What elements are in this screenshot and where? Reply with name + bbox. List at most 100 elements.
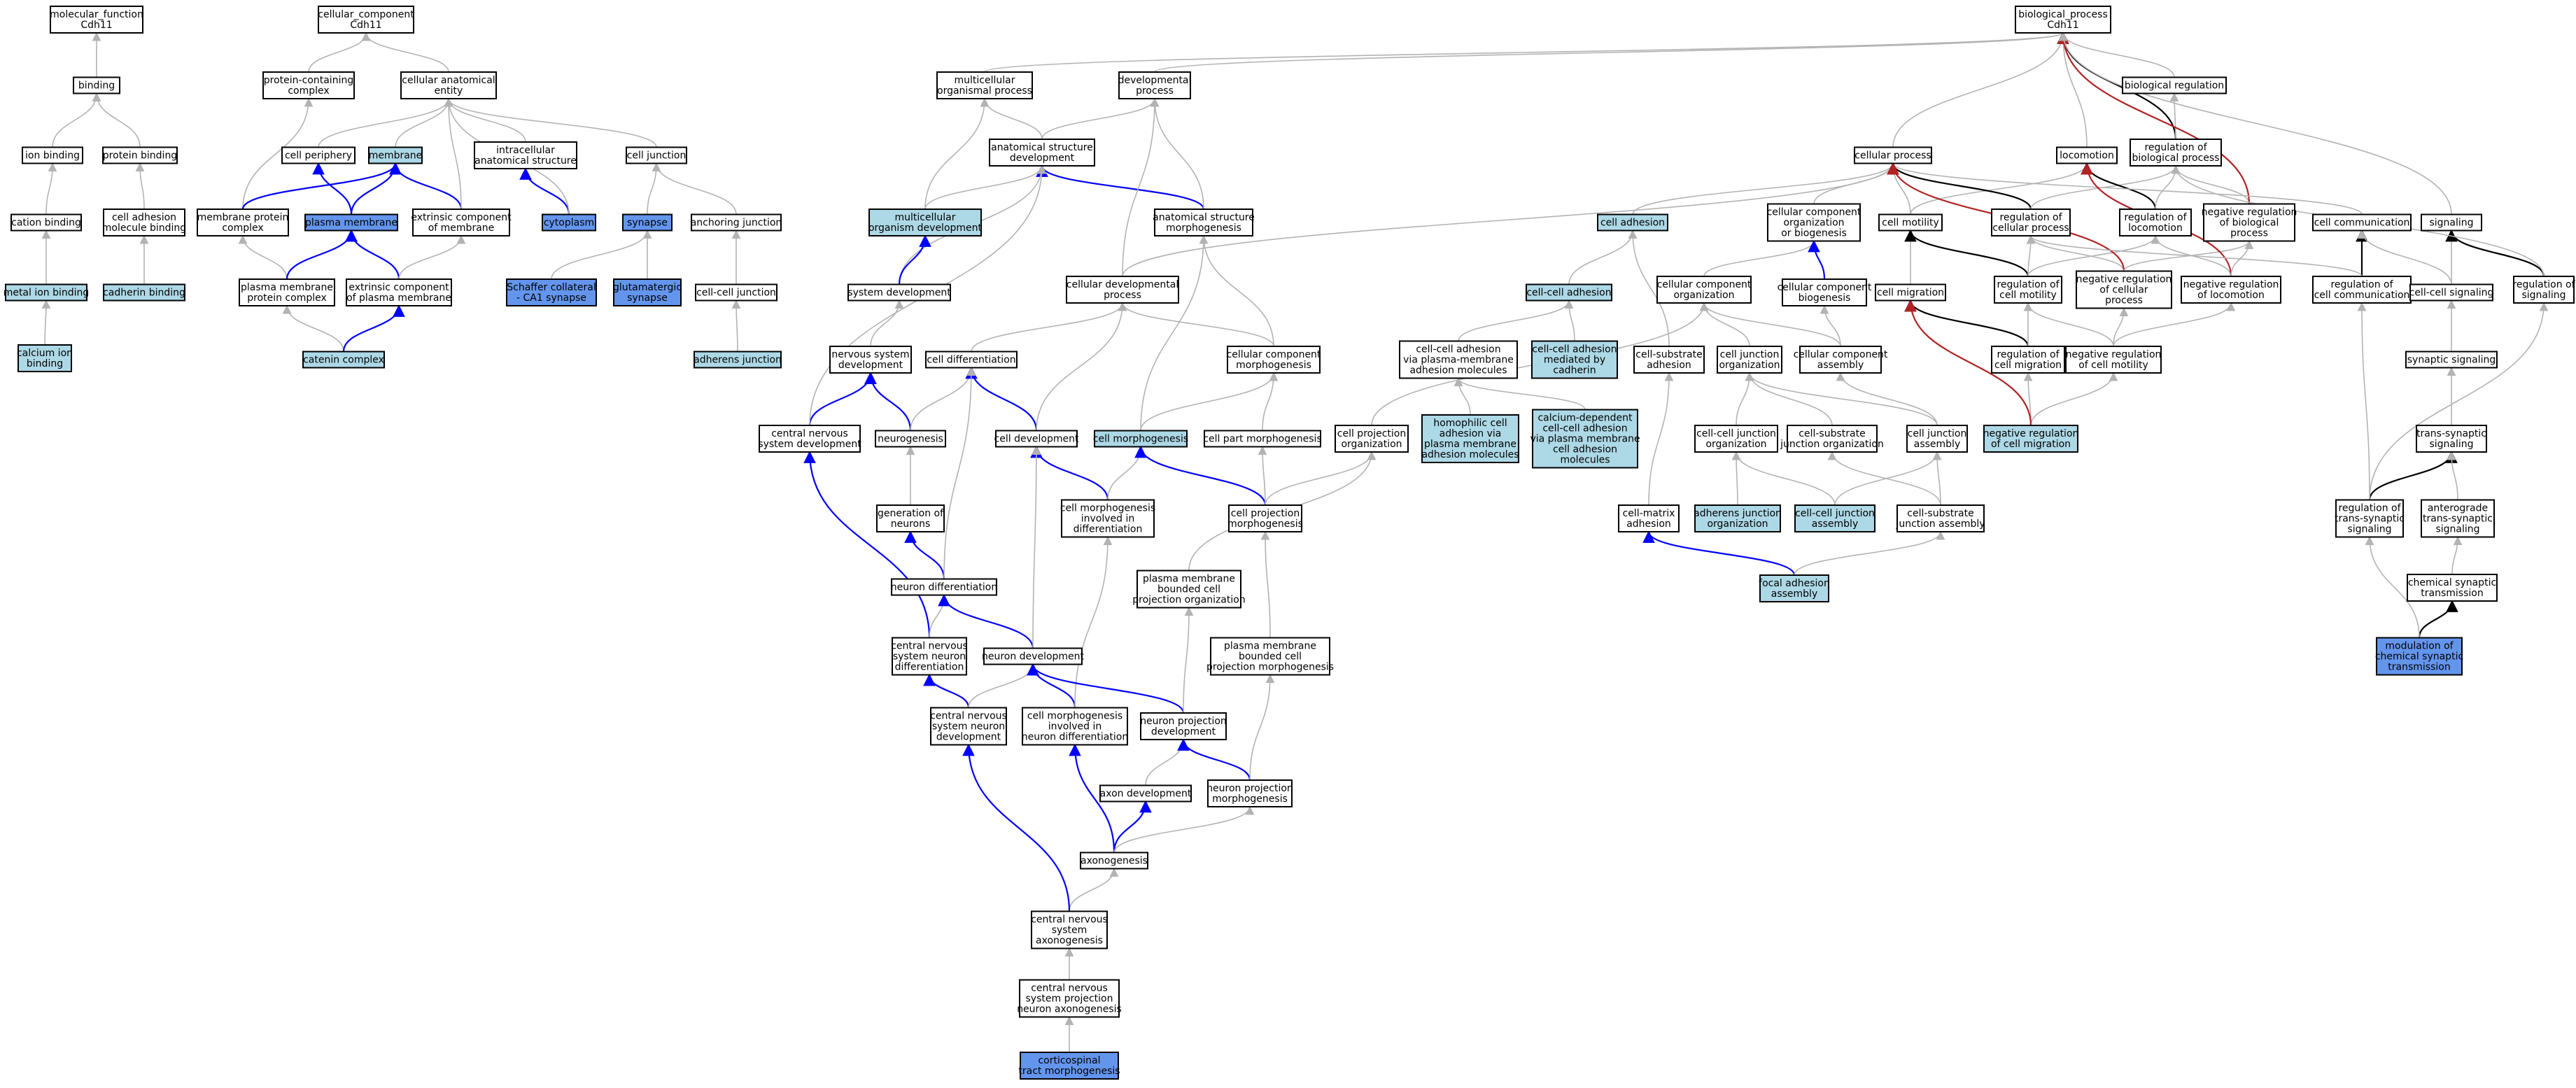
node-box bbox=[2056, 146, 2118, 164]
node-label-line: cellular component bbox=[1778, 282, 1872, 293]
node-label-line: cell morphogenesis bbox=[1027, 711, 1122, 722]
edge-axonogenesis-to-npm bbox=[1113, 805, 1255, 853]
edge-rloc-to-rbp bbox=[2155, 164, 2181, 210]
edge-neurdev-to-neurdiff bbox=[938, 593, 1034, 649]
node-box bbox=[936, 71, 1033, 99]
edge-cellmorph-to-asm bbox=[1140, 234, 1209, 431]
edge-chemsyn-to-atss bbox=[2451, 536, 2463, 575]
node-label-line: calcium ion bbox=[17, 348, 73, 359]
edge-pcc-to-cc bbox=[308, 31, 371, 73]
edge-cco-to-ccob bbox=[1703, 240, 1819, 277]
edge-ecm-to-membrane bbox=[389, 162, 463, 210]
node-box bbox=[103, 283, 185, 302]
node-label-line: molecules bbox=[1560, 455, 1610, 466]
node-label-line: regulation of bbox=[1997, 349, 2060, 360]
node-label-line: signaling bbox=[2347, 524, 2391, 535]
node-box bbox=[346, 278, 452, 306]
node-box bbox=[1994, 276, 2062, 304]
node-label-line: calcium-dependent bbox=[1537, 413, 1633, 424]
edge-cnsndev-to-cnsnd bbox=[923, 673, 970, 708]
edge-nrcmig-to-nrcm bbox=[2030, 372, 2118, 426]
node-box bbox=[412, 209, 510, 236]
edge-cmind-to-neurdev bbox=[1027, 663, 1076, 708]
edge-ccm-to-asm bbox=[1199, 234, 1274, 347]
node-label-line: cellular developmental bbox=[1067, 279, 1178, 290]
node-label-line: assembly bbox=[1914, 439, 1960, 450]
node-label-line: cell communication bbox=[2314, 290, 2410, 301]
node-box bbox=[103, 209, 185, 236]
edge-ccsig-to-cellcomm bbox=[2357, 229, 2452, 285]
edge-cca-to-cco bbox=[1699, 302, 1841, 347]
node-label-line: cellular_component bbox=[318, 9, 414, 20]
node-box bbox=[1759, 574, 1829, 602]
node-label-line: cell-substrate bbox=[1907, 508, 1973, 519]
edge-ccadh-to-celladh bbox=[1568, 229, 1638, 285]
edge-npm-to-npd bbox=[1177, 738, 1251, 781]
node-neurdev: neuron development bbox=[982, 647, 1085, 665]
node-label-line: of cell migration bbox=[1991, 439, 2071, 450]
node-label-line: cell-matrix bbox=[1623, 508, 1675, 519]
node-box bbox=[847, 283, 951, 302]
node-label-line: cell migration bbox=[1877, 288, 1944, 299]
node-label-line: system neuron bbox=[932, 721, 1005, 733]
node-box bbox=[474, 141, 577, 169]
node-label-line: negative regulation bbox=[2183, 279, 2279, 290]
edge-membrane-to-cae bbox=[395, 97, 453, 148]
node-box bbox=[302, 351, 385, 369]
edge-mcst-to-rtss bbox=[2365, 536, 2420, 638]
node-ccsig: cell-cell signaling bbox=[2409, 283, 2493, 302]
node-label-line: assembly bbox=[1817, 360, 1864, 371]
node-label-line: cellular component bbox=[1767, 207, 1861, 218]
node-label: biological regulation bbox=[2125, 80, 2224, 92]
node-label-line: synaptic signaling bbox=[2407, 355, 2496, 366]
node-label-line: cell-cell junction bbox=[1696, 428, 1776, 439]
node-box bbox=[1794, 504, 1875, 532]
node-label-line: binding bbox=[27, 358, 63, 369]
edge-csja-to-cja bbox=[1932, 451, 1942, 506]
edge-celladh-to-cellproc bbox=[1632, 162, 1898, 215]
edge-ccja-to-ccjo bbox=[1731, 451, 1836, 506]
node-label: neuron differentiation bbox=[891, 582, 997, 593]
node-label-line: of locomotion bbox=[2197, 290, 2265, 301]
node-label-line: morphogenesis bbox=[1212, 793, 1288, 805]
node-label-line: regulation of bbox=[2144, 142, 2207, 153]
node-label-line: organization bbox=[1783, 218, 1844, 229]
node-box bbox=[1694, 504, 1781, 532]
node-label-line: cell adhesion bbox=[1600, 218, 1665, 229]
node-box bbox=[1896, 504, 1985, 532]
node-label-line: cell junction bbox=[1908, 428, 1967, 439]
node-label-line: organismal process bbox=[937, 85, 1032, 97]
node-box bbox=[1140, 712, 1227, 740]
node-label: cell-cell adhesion bbox=[1526, 288, 1611, 299]
node-label-line: developmental bbox=[1118, 75, 1192, 86]
node-label-line: central nervous bbox=[1031, 914, 1108, 926]
edge-cellproc-to-bp bbox=[1892, 31, 2068, 148]
node-label-line: cation binding bbox=[11, 218, 81, 229]
